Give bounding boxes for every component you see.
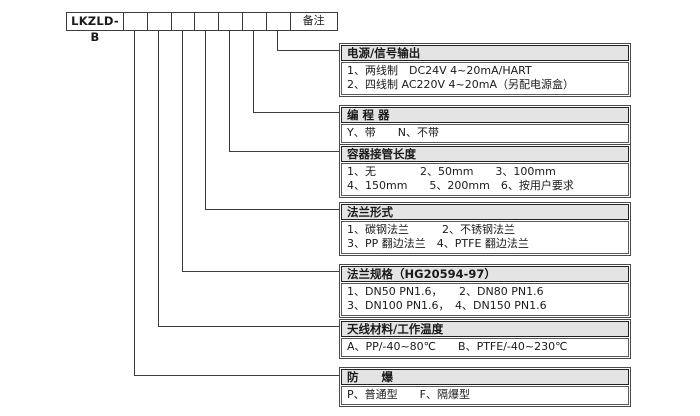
spec-line: 4、150mm 5、200mm 6、按用户要求 [347, 179, 574, 192]
code-cell-2 [146, 13, 171, 30]
spec-group-power-signal-output: 电源/信号输出 1、两线制 DC24V 4~20mA/HART 2、四线制 AC… [339, 43, 631, 97]
spec-group-flange-spec: 法兰规格（HG20594-97） 1、DN50 PN1.6， 2、DN80 PN… [339, 264, 631, 318]
spec-group-title: 容器接管长度 [341, 146, 629, 162]
spec-line: A、PP/-40~80℃ B、PTFE/-40~230℃ [347, 340, 568, 353]
spec-group-title: 编 程 器 [341, 107, 629, 123]
model-code-row: LKZLD-B 备注 [66, 12, 338, 44]
spec-group-body: 1、两线制 DC24V 4~20mA/HART 2、四线制 AC220V 4~2… [341, 62, 629, 95]
spec-line: 2、四线制 AC220V 4~20mA（另配电源盒） [347, 78, 574, 91]
spec-group-title: 电源/信号输出 [341, 45, 629, 61]
code-cell-6 [241, 13, 266, 30]
spec-group-body: P、普通型 F、隔爆型 [341, 386, 629, 405]
code-cell-1 [123, 13, 147, 30]
spec-group-body: 1、DN50 PN1.6， 2、DN80 PN1.6 3、DN100 PN1.6… [341, 283, 629, 316]
spec-group-body: 1、无 2、50mm 3、100mm 4、150mm 5、200mm 6、按用户… [341, 163, 629, 196]
spec-line: 1、碳钢法兰 2、不锈钢法兰 [347, 223, 515, 236]
spec-line: P、普通型 F、隔爆型 [347, 388, 470, 401]
code-cell-7 [265, 13, 290, 30]
spec-line: 1、无 2、50mm 3、100mm [347, 165, 556, 178]
connector-line-power-output [277, 30, 339, 51]
spec-line: 1、两线制 DC24V 4~20mA/HART [347, 64, 532, 77]
spec-line: 3、PP 翻边法兰 4、PTFE 翻边法兰 [347, 237, 529, 250]
code-cell-4 [194, 13, 218, 30]
connector-line-flange-spec [182, 30, 339, 272]
model-prefix-box: LKZLD-B [71, 14, 119, 44]
spec-group-title: 天线材料/工作温度 [341, 321, 629, 337]
spec-group-body: 1、碳钢法兰 2、不锈钢法兰 3、PP 翻边法兰 4、PTFE 翻边法兰 [341, 221, 629, 254]
connector-line-antenna-material [158, 30, 339, 327]
spec-group-title: 法兰形式 [341, 204, 629, 220]
spec-group-programmer: 编 程 器 Y、带 N、不带 [339, 105, 631, 145]
spec-line: 1、DN50 PN1.6， 2、DN80 PN1.6 [347, 285, 544, 298]
spec-group-vessel-nozzle-length: 容器接管长度 1、无 2、50mm 3、100mm 4、150mm 5、200m… [339, 144, 631, 198]
remarks-box: 备注 [289, 13, 337, 30]
connector-line-programmer [253, 30, 339, 113]
connector-line-vessel-nozzle-length [229, 30, 339, 152]
spec-group-body: A、PP/-40~80℃ B、PTFE/-40~230℃ [341, 338, 629, 357]
code-cell-3 [170, 13, 195, 30]
spec-group-flange-type: 法兰形式 1、碳钢法兰 2、不锈钢法兰 3、PP 翻边法兰 4、PTFE 翻边法… [339, 202, 631, 256]
connector-line-explosion-proof [134, 30, 339, 376]
spec-group-body: Y、带 N、不带 [341, 124, 629, 143]
spec-line: Y、带 N、不带 [347, 126, 439, 139]
spec-group-title: 法兰规格（HG20594-97） [341, 266, 629, 282]
spec-group-title: 防 爆 [341, 369, 629, 385]
code-cell-5 [218, 13, 242, 30]
connector-line-flange-type [205, 30, 339, 210]
spec-line: 3、DN100 PN1.6， 4、DN150 PN1.6 [347, 299, 547, 312]
spec-group-explosion-proof: 防 爆 P、普通型 F、隔爆型 [339, 367, 631, 407]
spec-group-antenna-material-temp: 天线材料/工作温度 A、PP/-40~80℃ B、PTFE/-40~230℃ [339, 319, 631, 359]
